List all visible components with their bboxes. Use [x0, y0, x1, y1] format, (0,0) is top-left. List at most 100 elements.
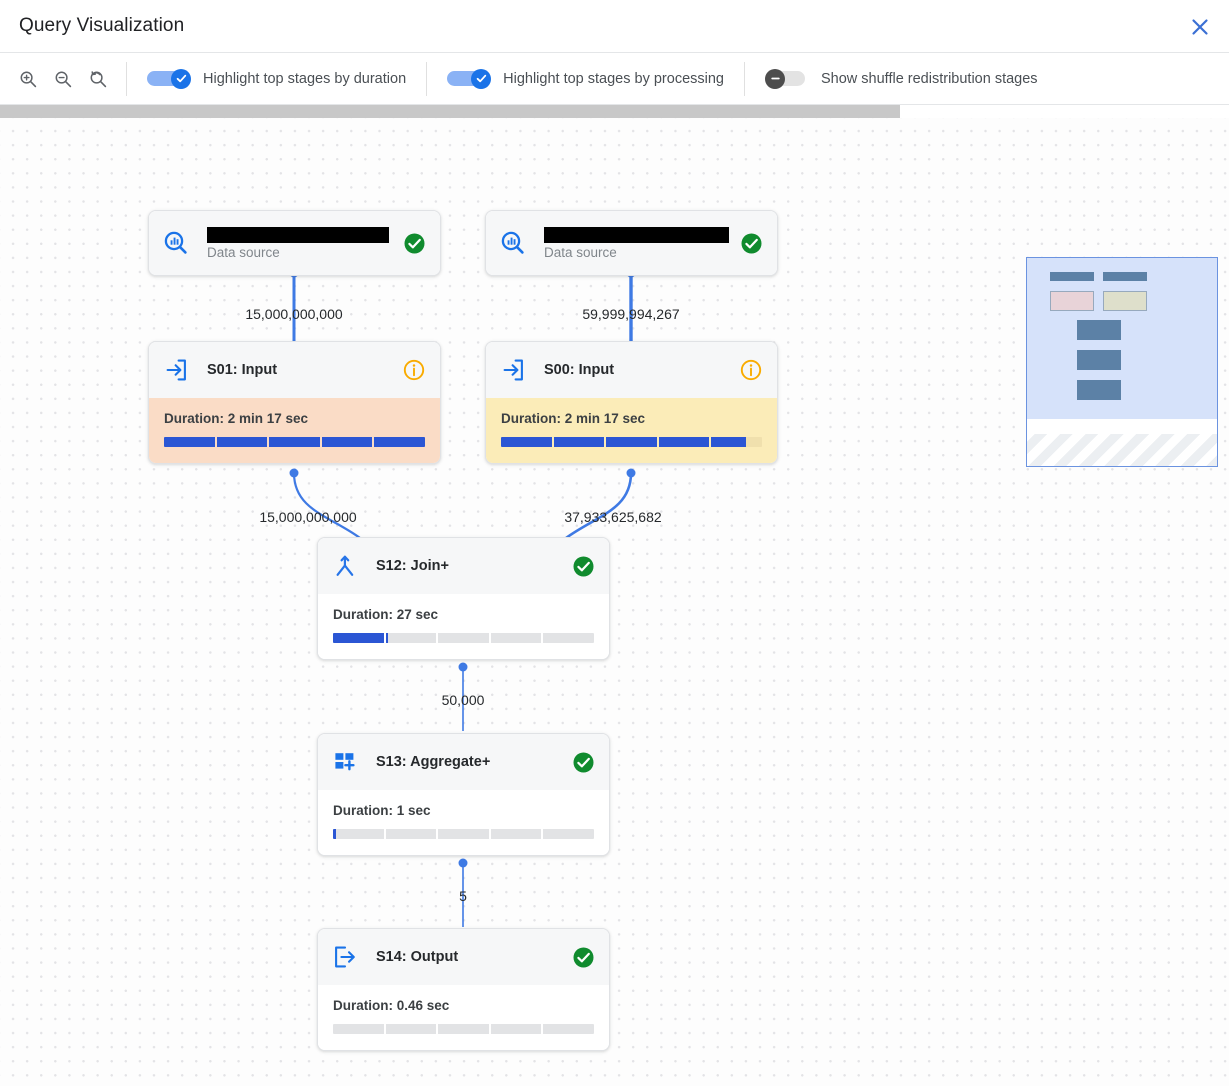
node-data-source-right[interactable]: Data source	[485, 210, 778, 276]
edge-label-rows: 37,933,625,682	[564, 509, 662, 525]
node-body: Duration: 2 min 17 sec	[486, 398, 777, 463]
dialog-header: Query Visualization	[0, 0, 1229, 52]
minimap-node-highlight-yellow	[1103, 291, 1147, 311]
aggregate-plus-icon	[332, 749, 358, 775]
zoom-reset-icon	[90, 70, 107, 87]
node-body: Duration: 1 sec	[318, 790, 609, 855]
output-arrow-icon	[332, 944, 358, 970]
redacted-data-source-name	[544, 226, 729, 243]
minimap-node	[1077, 350, 1121, 370]
edge-s01-to-s12	[292, 472, 361, 539]
toggle-label-processing: Highlight top stages by processing	[503, 70, 724, 87]
node-title-group: S13: Aggregate+	[376, 754, 571, 770]
minimap-node-highlight-peach	[1050, 291, 1094, 311]
progress-ticks	[501, 437, 762, 447]
toggle-highlight-top-stages-by-duration[interactable]	[147, 68, 191, 89]
horizontal-scrollbar[interactable]	[0, 105, 1229, 118]
toggle-knob	[471, 68, 492, 89]
check-circle-icon	[573, 752, 593, 772]
info-circle-icon	[403, 359, 425, 381]
zoom-reset-button[interactable]	[86, 67, 110, 91]
edge-endpoint	[458, 858, 468, 868]
node-title-group: Data source	[207, 226, 402, 260]
minimap-hatched-area	[1027, 434, 1217, 466]
progress-fill	[501, 437, 747, 447]
node-title: S12: Join+	[376, 558, 449, 574]
page-title: Query Visualization	[19, 15, 185, 36]
node-header: S01: Input	[149, 342, 440, 398]
duration-progress-bar	[333, 633, 594, 643]
graph-canvas[interactable]: 15,000,000,000 59,999,994,267 15,000,000…	[0, 118, 1229, 1086]
status-badge[interactable]	[402, 358, 426, 382]
minimap-viewport[interactable]	[1027, 258, 1217, 419]
edge-label-rows: 59,999,994,267	[582, 306, 680, 322]
node-header: S14: Output	[318, 929, 609, 985]
progress-fill	[164, 437, 425, 447]
zoom-controls	[0, 67, 126, 91]
minimap-node	[1077, 320, 1121, 340]
check-circle-icon	[741, 233, 761, 253]
edge-label-rows: 15,000,000,000	[245, 306, 343, 322]
node-duration-label: Duration: 2 min 17 sec	[501, 411, 646, 426]
graph-toolbar: Highlight top stages by duration Highlig…	[0, 52, 1229, 105]
toolbar-divider-2	[426, 61, 428, 96]
zoom-out-button[interactable]	[51, 67, 75, 91]
node-data-source-left[interactable]: Data source	[148, 210, 441, 276]
node-title: S01: Input	[207, 362, 278, 378]
node-title-group: Data source	[544, 226, 739, 260]
toggle-knob	[171, 68, 191, 89]
graph-minimap[interactable]	[1026, 257, 1218, 467]
status-badge	[571, 750, 595, 774]
status-badge[interactable]	[739, 358, 763, 382]
minus-icon	[770, 77, 780, 80]
node-title-group: S14: Output	[376, 949, 571, 965]
minimap-node	[1050, 272, 1094, 281]
status-badge	[571, 554, 595, 578]
close-button[interactable]	[1185, 12, 1215, 42]
info-circle-icon	[740, 359, 762, 381]
progress-ticks	[164, 437, 425, 447]
toggle-highlight-top-stages-by-processing[interactable]	[447, 68, 492, 89]
node-subtitle: Data source	[207, 244, 280, 260]
toggle-shuffle-group: Show shuffle redistribution stages	[745, 53, 1058, 104]
input-arrow-icon	[163, 357, 189, 383]
data-source-search-icon	[500, 230, 526, 256]
node-duration-label: Duration: 0.46 sec	[333, 998, 450, 1013]
duration-progress-bar	[501, 437, 762, 447]
node-stage-s12[interactable]: S12: Join+ Duration: 27 sec	[317, 537, 610, 660]
node-title: S14: Output	[376, 949, 459, 965]
node-header: S13: Aggregate+	[318, 734, 609, 790]
node-stage-s01[interactable]: S01: Input Duration: 2 min 17 sec	[148, 341, 441, 464]
node-body: Duration: 2 min 17 sec	[149, 398, 440, 463]
node-duration-label: Duration: 2 min 17 sec	[164, 411, 309, 426]
node-title: S13: Aggregate+	[376, 754, 491, 770]
check-circle-icon	[573, 947, 593, 967]
node-header: S00: Input	[486, 342, 777, 398]
duration-progress-bar	[164, 437, 425, 447]
node-subtitle: Data source	[544, 244, 617, 260]
toggle-highlight-processing-group: Highlight top stages by processing	[427, 53, 744, 104]
toggle-show-shuffle-redistribution-stages[interactable]	[765, 68, 809, 89]
zoom-in-button[interactable]	[16, 67, 40, 91]
progress-ticks	[333, 633, 594, 643]
node-title-group: S00: Input	[544, 362, 739, 378]
node-stage-s00[interactable]: S00: Input Duration: 2 min 17 sec	[485, 341, 778, 464]
edge-endpoint	[289, 468, 299, 478]
toolbar-divider-1	[126, 61, 127, 96]
node-duration-label: Duration: 27 sec	[333, 607, 439, 622]
node-body: Duration: 0.46 sec	[318, 985, 609, 1050]
progress-ticks	[333, 829, 594, 839]
horizontal-scrollbar-thumb[interactable]	[0, 105, 900, 118]
toggle-highlight-duration-group: Highlight top stages by duration	[127, 53, 426, 104]
node-body: Duration: 27 sec	[318, 594, 609, 659]
progress-fill	[333, 633, 388, 643]
progress-ticks	[333, 1024, 594, 1034]
status-badge	[571, 945, 595, 969]
edge-endpoint	[626, 468, 636, 478]
node-stage-s13[interactable]: S13: Aggregate+ Duration: 1 sec	[317, 733, 610, 856]
status-badge	[402, 231, 426, 255]
node-stage-s14[interactable]: S14: Output Duration: 0.46 sec	[317, 928, 610, 1051]
toggle-knob	[765, 68, 785, 89]
check-icon	[176, 74, 186, 83]
toolbar-divider-3	[744, 61, 745, 96]
